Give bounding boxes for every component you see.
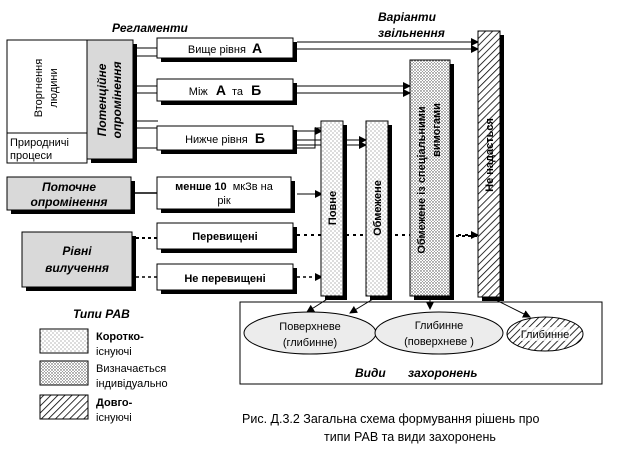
current-exposure-text-2: опромінення	[30, 195, 107, 209]
legend-long-lived-2: існуючі	[96, 412, 132, 424]
natural-processes-block: Природничі процеси	[6, 132, 88, 164]
legend-short-lived-1: Коротко-	[96, 331, 144, 343]
not-exceeded-text: Не перевищені	[184, 273, 265, 285]
surface-disposal-sub: (глибинне)	[283, 337, 337, 349]
between-text-1: Між	[189, 86, 209, 98]
legend-long-lived-1: Довго-	[96, 397, 133, 409]
release-to-disposal-arrows	[306, 295, 531, 318]
potential-exposure-block: Потенційне опромінення	[86, 39, 137, 163]
special-release-column: Обмежене із спеціальними вимогами	[409, 59, 454, 300]
potential-exposure-text-2: опромінення	[110, 61, 124, 138]
disposal-title-2: захоронень	[408, 366, 477, 380]
deep-disposal-sub: (поверхневе )	[404, 336, 474, 348]
release-levels-block: Рівні вилучення	[21, 231, 136, 291]
above-a-level: А	[252, 40, 262, 56]
exceeded-box: Перевищені	[156, 222, 297, 253]
deep-only-disposal: Глибинне	[506, 316, 584, 352]
between-level-a: А	[216, 82, 226, 98]
not-exceeded-box: Не перевищені	[156, 263, 297, 294]
natural-processes-text-1: Природничі	[10, 137, 69, 149]
potential-arrows	[137, 47, 158, 149]
limited-release-column: Обмежене	[365, 120, 392, 300]
legend-individual: Визначається індивідуально	[39, 360, 168, 390]
legend-title: Типи РАВ	[73, 307, 130, 321]
svg-text:менше 10 мкЗв на: менше 10 мкЗв на	[175, 181, 274, 193]
surface-disposal-text: Поверхневе	[279, 321, 340, 333]
less-than-unit: мкЗв на	[233, 181, 274, 193]
not-granted-column: Не надається	[477, 30, 504, 301]
current-exposure-block: Поточне опромінення	[6, 176, 135, 214]
legend-individual-2: індивідуально	[96, 378, 168, 390]
above-a-box: Вище рівня А	[156, 37, 297, 62]
human-intrusion-block: Вторгнення людини	[6, 39, 88, 134]
limited-release-text: Обмежене	[372, 180, 384, 236]
release-options-label-2: звільнення	[378, 26, 445, 40]
special-release-text-2: вимогами	[431, 103, 443, 157]
svg-text:Нижче рівня Б: Нижче рівня Б	[185, 130, 265, 146]
regulations-label: Регламенти	[112, 21, 189, 35]
disposal-title-1: Види	[355, 366, 386, 380]
above-a-text: Вище рівня	[188, 44, 246, 56]
full-release-column: Повне	[320, 120, 347, 300]
potential-exposure-text-1: Потенційне	[95, 63, 109, 136]
legend-individual-1: Визначається	[96, 363, 166, 375]
less-than-suffix: рік	[217, 195, 231, 207]
caption-line-2: типи РАВ та види захоронень	[324, 430, 496, 444]
between-a-b-box: Між А та Б	[156, 78, 297, 105]
svg-text:Вище рівня А: Вище рівня А	[188, 40, 262, 56]
deep-disposal-text: Глибинне	[415, 320, 464, 332]
legend-short-lived: Коротко- існуючі	[39, 328, 144, 358]
deep-only-disposal-text: Глибинне	[521, 329, 570, 341]
less-than-box: менше 10 мкЗв на рік	[156, 176, 295, 213]
deep-disposal: Глибинне (поверхневе )	[374, 311, 504, 355]
human-intrusion-text-1: Вторгнення	[33, 59, 45, 117]
between-text-2: та	[232, 86, 244, 98]
below-b-box: Нижче рівня Б	[156, 125, 297, 154]
exceeded-text: Перевищені	[192, 231, 257, 243]
special-release-text-1: Обмежене із спеціальними	[416, 106, 428, 253]
full-release-text: Повне	[327, 191, 339, 225]
human-intrusion-text-2: людини	[48, 68, 60, 107]
svg-text:Між А та Б: Між А та Б	[189, 82, 261, 98]
below-b-level: Б	[255, 130, 265, 146]
natural-processes-text-2: процеси	[10, 150, 52, 162]
surface-disposal: Поверхневе (глибинне)	[243, 311, 377, 355]
current-exposure-text-1: Поточне	[42, 180, 96, 194]
between-level-b: Б	[251, 82, 261, 98]
less-than-prefix: менше 10	[175, 181, 226, 193]
not-granted-text: Не надається	[484, 118, 496, 192]
release-levels-text-1: Рівні	[62, 244, 92, 258]
legend-short-lived-2: існуючі	[96, 346, 132, 358]
release-levels-text-2: вилучення	[45, 261, 109, 275]
release-options-label-1: Варіанти	[378, 10, 437, 24]
legend-long-lived: Довго- існуючі	[39, 394, 133, 424]
below-b-text: Нижче рівня	[185, 134, 248, 146]
caption-line-1: Рис. Д.3.2 Загальна схема формування ріш…	[242, 412, 539, 426]
